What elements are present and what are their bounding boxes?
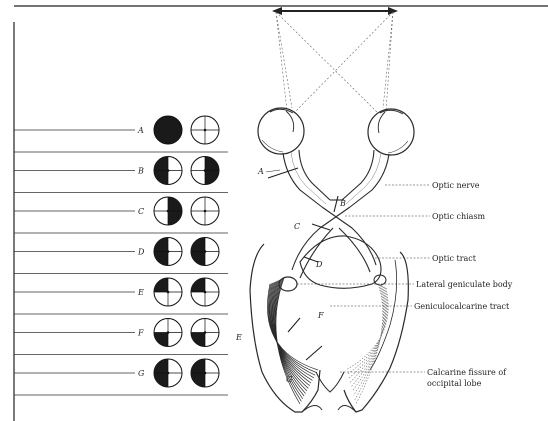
- left-eye-field-g: [154, 359, 182, 387]
- right-eye-field-e: [191, 278, 219, 306]
- left-eye-field-a: [154, 116, 182, 144]
- tract-letter-e: E: [235, 333, 242, 342]
- right-eye-field-b: [191, 157, 219, 185]
- row-letter: E: [137, 288, 144, 297]
- right-eye-field-g: [191, 359, 219, 387]
- lesion-a: [268, 168, 298, 178]
- geniculocalcarine-radiation: [267, 278, 318, 404]
- right-eye-field-c: [191, 197, 219, 225]
- occipital-pole-base: [302, 405, 356, 412]
- row-letter: A: [137, 126, 144, 135]
- radiation-fiber: [276, 278, 300, 404]
- radiation-fiber-right: [347, 288, 387, 375]
- lesion-b: [334, 196, 338, 212]
- tract-letter-f: F: [317, 311, 324, 320]
- left-eye-field-f: [154, 319, 182, 347]
- row-letter: G: [138, 369, 145, 378]
- label-calcarine-fissure: Calcarine fissure of: [427, 368, 507, 377]
- field-arrow-left: [272, 7, 282, 15]
- radiation-fiber-right: [350, 287, 386, 383]
- tract-letter-d: D: [315, 260, 323, 269]
- midbrain-outline: [300, 236, 381, 288]
- lesion-g: [306, 346, 322, 360]
- left-eye-field-b: [154, 157, 182, 185]
- tract-letter-a: A: [257, 167, 264, 176]
- right-eye: [368, 109, 414, 155]
- optic-tracts: [292, 228, 376, 278]
- light-rays: [276, 12, 393, 113]
- row-letter: C: [138, 207, 144, 216]
- right-eye-field-d: [191, 238, 219, 266]
- left-eye-field-e: [154, 278, 182, 306]
- row-letter: B: [137, 167, 144, 176]
- label-occipital-lobe: occipital lobe: [427, 379, 482, 388]
- label-optic-chiasm: Optic chiasm: [432, 212, 486, 221]
- calcarine-fissure: [316, 372, 344, 392]
- row-letter: F: [137, 329, 144, 338]
- visual-pathway-anatomy: A B C D E F G: [235, 7, 414, 412]
- lesion-c: [312, 224, 330, 230]
- label-geniculocalcarine-tract: Geniculocalcarine tract: [414, 302, 510, 311]
- lesion-f: [288, 318, 300, 332]
- radiation-fiber: [272, 281, 310, 385]
- visual-field-defects: A B C D E F G: [137, 116, 219, 387]
- right-eye-field-a: [191, 116, 219, 144]
- optic-nerves: [283, 150, 389, 207]
- left-eye-field-c: [154, 197, 182, 225]
- left-occipital-lobe-outline: [250, 244, 320, 412]
- right-eye-field-f: [191, 319, 219, 347]
- right-radiation: [346, 284, 388, 404]
- label-optic-tract: Optic tract: [432, 254, 477, 263]
- left-eye-field-d: [154, 238, 182, 266]
- row-letter: D: [137, 248, 145, 257]
- lesion-marks: [268, 168, 338, 360]
- tract-letter-b: B: [339, 199, 346, 208]
- label-optic-nerve: Optic nerve: [432, 181, 480, 190]
- tract-letter-c: C: [294, 222, 300, 231]
- label-lateral-geniculate-body: Lateral geniculate body: [416, 280, 513, 289]
- left-eye: [258, 108, 304, 154]
- tract-letter-g: G: [286, 375, 293, 384]
